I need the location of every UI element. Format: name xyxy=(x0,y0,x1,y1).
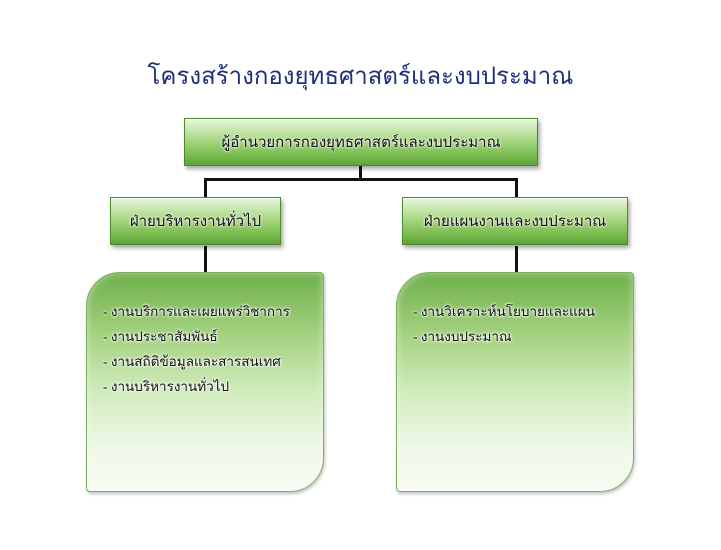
connector-horizontal xyxy=(204,178,518,181)
department-label: ฝ่ายบริหารงานทั่วไป xyxy=(129,214,262,230)
department-label: ฝ่ายแผนงานและงบประมาณ xyxy=(423,214,607,230)
connector-left-panel xyxy=(204,246,207,272)
duty-item: - งานบริการและเผยแพร่วิชาการ xyxy=(103,304,290,319)
duties-list: - งานบริการและเผยแพร่วิชาการ - งานประชาส… xyxy=(103,299,311,399)
duties-list: - งานวิเคราะห์นโยบายและแผน - งานงบประมาณ xyxy=(413,299,621,349)
duty-item: - งานงบประมาณ xyxy=(413,329,512,344)
connector-right-panel xyxy=(515,246,518,272)
connector-director-down xyxy=(359,166,362,180)
director-box: ผู้อำนวยการกองยุทธศาสตร์และงบประมาณ xyxy=(184,118,538,166)
duty-item: - งานประชาสัมพันธ์ xyxy=(103,329,218,344)
department-box-general: ฝ่ายบริหารงานทั่วไป xyxy=(110,197,281,245)
duty-item: - งานวิเคราะห์นโยบายและแผน xyxy=(413,304,595,319)
duties-panel-planning: - งานวิเคราะห์นโยบายและแผน - งานงบประมาณ xyxy=(396,272,634,492)
department-box-planning: ฝ่ายแผนงานและงบประมาณ xyxy=(402,197,628,245)
connector-left-down xyxy=(204,178,207,198)
duties-panel-general: - งานบริการและเผยแพร่วิชาการ - งานประชาส… xyxy=(86,272,324,492)
director-label: ผู้อำนวยการกองยุทธศาสตร์และงบประมาณ xyxy=(221,135,501,151)
duty-item: - งานบริหารงานทั่วไป xyxy=(103,379,230,394)
duty-item: - งานสถิติข้อมูลและสารสนเทศ xyxy=(103,354,281,369)
page-title: โครงสร้างกองยุทธศาสตร์และงบประมาณ xyxy=(147,64,574,90)
connector-right-down xyxy=(515,178,518,198)
